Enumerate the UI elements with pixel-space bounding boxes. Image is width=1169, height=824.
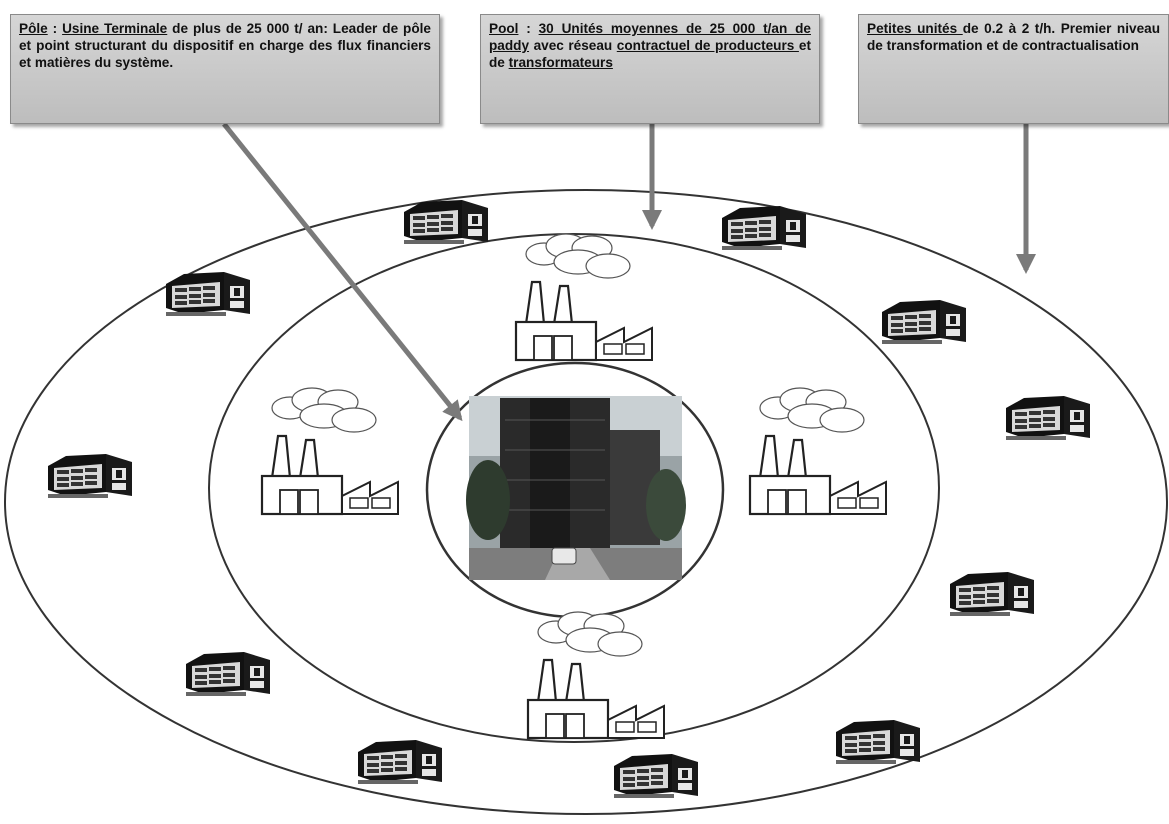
factory-with-chimneys-icon (260, 386, 400, 516)
small-building-icon (950, 572, 1034, 616)
callout-small-text: de 0.2 à 2 t/h. Premier niveau de transf… (867, 21, 1160, 53)
small-building-icon (186, 652, 270, 696)
callout-pole-term: Pôle (19, 21, 48, 36)
callout-small-term: Petites unités (867, 21, 963, 36)
arrow-pole-to-terminal (222, 122, 463, 422)
outer-ring (4, 189, 1168, 815)
callout-pool-text2: et de (489, 38, 811, 70)
callout-pool: Pool : 30 Unités moyennes de 25 000 t/an… (480, 14, 820, 124)
small-building-icon (614, 754, 698, 798)
terminal-plant-photo (466, 396, 686, 580)
small-building-icon (722, 206, 806, 250)
small-building-icon (358, 740, 442, 784)
callout-pole-sep: : (47, 21, 63, 36)
callout-pool-term2: 30 Unités moyennes de 25 000 t/an de pad… (489, 21, 811, 53)
small-building-icon (166, 272, 250, 316)
small-building-icon (48, 454, 132, 498)
callout-small-units: Petites unités de 0.2 à 2 t/h. Premier n… (858, 14, 1169, 124)
callout-pole-text: de plus de 25 000 t/ an: Leader de pôle … (19, 21, 431, 70)
callout-pool-term: Pool (489, 21, 519, 36)
callout-pool-text: avec réseau (529, 38, 617, 53)
factory-with-chimneys-icon (526, 610, 666, 740)
factory-with-chimneys-icon (748, 386, 888, 516)
small-building-icon (1006, 396, 1090, 440)
callout-pole-term2: Usine Terminale (62, 21, 168, 36)
small-building-icon (836, 720, 920, 764)
callout-pole: Pôle : Usine Terminale de plus de 25 000… (10, 14, 440, 124)
factory-with-chimneys-icon (514, 232, 654, 362)
small-building-icon (404, 200, 488, 244)
callout-pool-sep: : (518, 21, 539, 36)
small-building-icon (882, 300, 966, 344)
callout-pool-term3: contractuel de producteurs (616, 38, 799, 53)
callout-pool-term4: transformateurs (508, 55, 613, 70)
middle-ring (208, 233, 940, 743)
